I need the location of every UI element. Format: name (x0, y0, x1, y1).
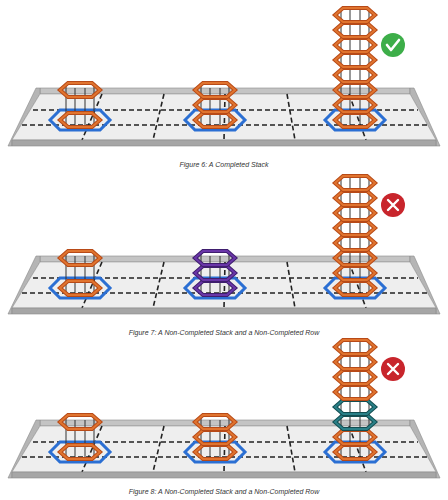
ring (335, 53, 375, 67)
ring (335, 370, 375, 384)
ring (195, 415, 235, 429)
ring (335, 98, 375, 112)
goal-posts (201, 418, 229, 458)
ring (60, 281, 100, 295)
ring (335, 23, 375, 37)
check-icon (381, 33, 405, 57)
ring (335, 8, 375, 22)
figure-eight (8, 340, 440, 478)
ring (195, 266, 235, 280)
ring (195, 98, 235, 112)
ring (335, 266, 375, 280)
ring (60, 415, 100, 429)
ring (335, 445, 375, 459)
ring (195, 281, 235, 295)
ring (335, 385, 375, 399)
goal-posts (201, 86, 229, 126)
goal-base (50, 278, 110, 298)
ring (335, 191, 375, 205)
ring (335, 340, 375, 354)
ring (195, 251, 235, 265)
ring (60, 83, 100, 97)
cross-icon (381, 193, 405, 217)
goal-base (50, 442, 110, 462)
ring (195, 430, 235, 444)
ring (335, 221, 375, 235)
ring (60, 251, 100, 265)
ring (335, 38, 375, 52)
ring (335, 430, 375, 444)
ring (335, 415, 375, 429)
ring (335, 400, 375, 414)
ring (335, 176, 375, 190)
ring (335, 206, 375, 220)
ring (335, 281, 375, 295)
figure-caption: Figure 6: A Completed Stack (180, 161, 269, 168)
goal-posts (66, 86, 94, 126)
goal-base (50, 110, 110, 130)
goal-posts (66, 418, 94, 458)
goal-posts (201, 254, 229, 294)
ring (195, 113, 235, 127)
ring (335, 83, 375, 97)
ring (335, 68, 375, 82)
ring (335, 113, 375, 127)
ring (335, 236, 375, 250)
ring (335, 251, 375, 265)
ring (60, 445, 100, 459)
figure-caption: Figure 8: A Non-Completed Stack and a No… (129, 488, 320, 495)
cross-icon (381, 357, 405, 381)
goal-posts (66, 254, 94, 294)
figure-seven (8, 176, 440, 314)
ring (335, 355, 375, 369)
figure-caption: Figure 7: A Non-Completed Stack and a No… (129, 329, 320, 336)
figure-six (8, 8, 440, 146)
ring (195, 83, 235, 97)
ring (60, 113, 100, 127)
ring (195, 445, 235, 459)
